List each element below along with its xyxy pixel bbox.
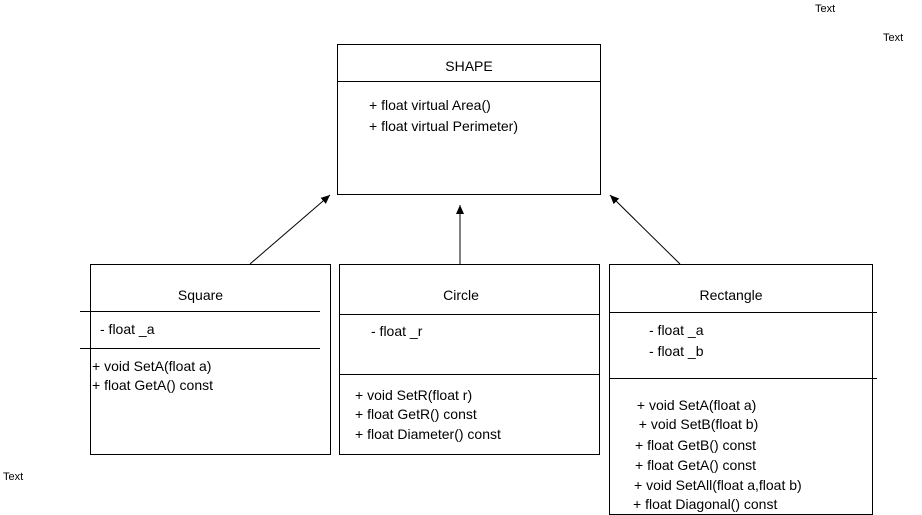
square-method: + float GetA() const — [92, 377, 213, 393]
square-method: + void SetA(float a) — [92, 358, 212, 374]
square-divider-top — [80, 311, 320, 312]
shape-method: + float virtual Area() — [369, 97, 491, 113]
circle-method: + void SetR(float r) — [355, 387, 473, 403]
rectangle-class-title: Rectangle — [699, 287, 763, 303]
rectangle-method: + float GetB() const — [635, 437, 756, 453]
circle-class-box[interactable] — [339, 264, 600, 455]
rectangle-method: + void SetB(float b) — [631, 416, 759, 432]
rectangle-divider-top — [609, 312, 877, 313]
square-attribute: - float _a — [100, 321, 155, 337]
text-label-3[interactable]: Text — [3, 471, 24, 483]
shape-method: + float virtual Perimeter) — [369, 118, 518, 134]
rectangle-attribute: - float _b — [649, 343, 704, 359]
rectangle-method: + void SetAll(float a,float b) — [634, 477, 802, 493]
circle-attribute: - float _r — [371, 323, 423, 339]
circle-class-title: Circle — [443, 287, 479, 303]
circle-method: + float Diameter() const — [355, 426, 501, 442]
circle-method: + float GetR() const — [355, 406, 477, 422]
rectangle-to-shape-arrow[interactable] — [609, 194, 681, 265]
rectangle-divider-bottom — [609, 378, 877, 379]
square-class-box[interactable] — [90, 264, 331, 455]
square-to-shape-arrow[interactable] — [249, 194, 331, 265]
rectangle-attribute: - float _a — [649, 322, 704, 338]
rectangle-method: + void SetA(float a) — [633, 397, 757, 413]
rectangle-method: + float GetA() const — [635, 457, 756, 473]
square-class-title: Square — [177, 287, 224, 303]
text-label-2[interactable]: Text — [883, 32, 904, 44]
square-divider-bottom — [80, 348, 320, 349]
shape-divider — [337, 81, 601, 82]
circle-divider-bottom — [339, 374, 599, 375]
text-label-1[interactable]: Text — [815, 3, 836, 15]
rectangle-class-box[interactable] — [609, 264, 873, 515]
rectangle-method: + float Diagonal() const — [633, 496, 778, 512]
circle-divider-top — [339, 314, 599, 315]
shape-class-box[interactable] — [337, 44, 601, 195]
shape-class-title: SHAPE — [445, 58, 493, 74]
